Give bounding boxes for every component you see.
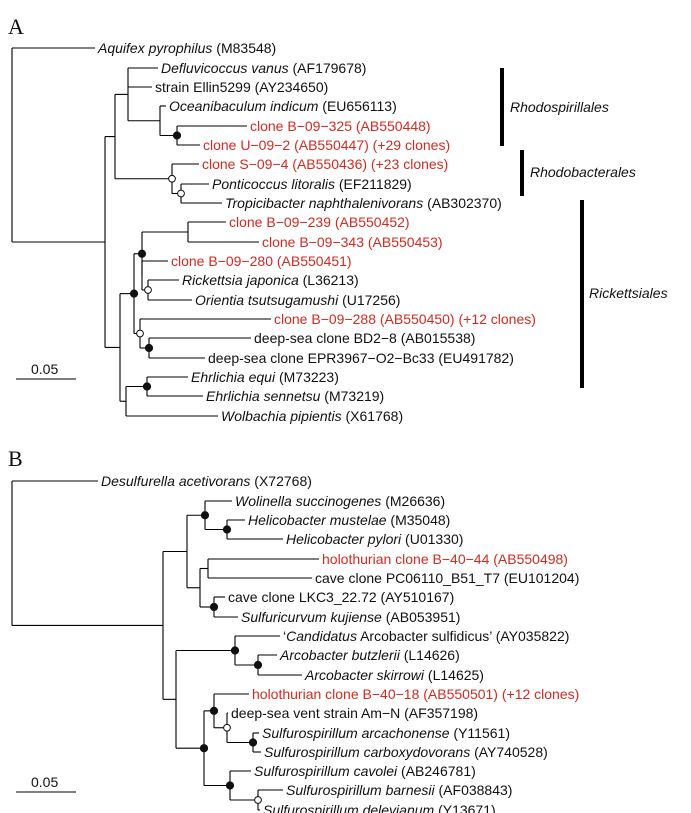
a-taxon-label: clone B−09−280 (AB550451) — [171, 253, 352, 269]
b-taxon-label: deep-sea vent strain Am−N (AF357198) — [231, 705, 478, 721]
support-node-filled-icon — [200, 511, 210, 520]
a-taxon-label: Ponticoccus litoralis (EF211829) — [212, 176, 412, 192]
b-taxon-label: Helicobacter pylori (U01330) — [286, 531, 463, 547]
a-taxon-label: deep-sea clone EPR3967−O2−Bc33 (EU491782… — [208, 350, 514, 366]
support-node-filled-icon — [137, 249, 147, 258]
support-node-filled-icon — [142, 382, 152, 391]
a-taxon-label: clone B−09−288 (AB550450) (+12 clones) — [274, 311, 536, 327]
a-taxon-label: clone S−09−4 (AB550436) (+23 clones) — [202, 156, 448, 172]
support-node-open-icon — [254, 796, 262, 804]
b-taxon-label: holothurian clone B−40−44 (AB550498) — [322, 551, 568, 567]
support-node-filled-icon — [172, 131, 182, 140]
b-taxon-label: Arcobacter skirrowi (L14625) — [304, 667, 484, 683]
support-node-filled-icon — [248, 738, 258, 747]
panel-b-tree: Desulfurella acetivorans (X72768) Wolinel… — [11, 473, 579, 813]
b-taxon-label: Sulfurospirillum barnesii (AF038843) — [286, 782, 512, 798]
support-node-filled-icon — [199, 744, 209, 753]
b-taxon-label: cave clone LKC3_22.72 (AY510167) — [228, 589, 454, 605]
support-node-filled-icon — [222, 525, 232, 534]
b-taxon-label: Sulfurospirillum arcachonense (Y11561) — [262, 725, 510, 741]
a-taxon-label: Aquifex pyrophilus (M83548) — [97, 40, 276, 56]
b-taxon-label: Sulfuricurvum kujiense (AB053951) — [241, 609, 460, 625]
scale-bar-a-label: 0.05 — [31, 361, 58, 377]
b-taxon-label: cave clone PC06110_B51_T7 (EU101204) — [315, 570, 579, 586]
a-taxon-label: deep-sea clone BD2−8 (AB015538) — [254, 330, 475, 346]
support-node-filled-icon — [225, 781, 235, 790]
a-taxon-label: strain Ellin5299 (AY234650) — [155, 79, 328, 95]
support-node-filled-icon — [209, 706, 219, 715]
support-node-filled-icon — [129, 289, 139, 298]
a-taxon-label: Ehrlichia sennetsu (M73219) — [206, 388, 384, 404]
panel-a-letter: A — [8, 14, 24, 39]
b-taxon-label: Arcobacter butzlerii (L14626) — [279, 647, 460, 663]
scale-bar-b-label: 0.05 — [31, 774, 58, 790]
a-taxon-label: clone B−09−343 (AB550453) — [262, 234, 443, 250]
panel-a-tree: Aquifex pyrophilus (M83548) Defluvicoccus… — [11, 40, 536, 424]
clade-label-rhodospirillales: Rhodospirillales — [510, 99, 609, 115]
support-node-open-icon — [177, 189, 185, 198]
panel-b-letter: B — [8, 446, 23, 471]
b-taxon-label: ‘Candidatus Arcobacter sulfidicus’ (AY03… — [283, 628, 569, 644]
b-taxon-label: Desulfurella acetivorans (X72768) — [101, 473, 312, 489]
support-node-filled-icon — [144, 343, 154, 353]
a-taxon-label: clone B−09−325 (AB550448) — [250, 118, 431, 134]
a-taxon-label: Defluvicoccus vanus (AF179678) — [161, 60, 366, 76]
a-taxon-label: clone B−09−239 (AB550452) — [229, 214, 410, 230]
support-node-filled-icon — [253, 660, 263, 670]
b-taxon-label: Sulfurospirillum carboxydovorans (AY7405… — [264, 744, 548, 760]
a-taxon-label: Tropicibacter naphthalenivorans (AB30237… — [225, 195, 502, 211]
support-node-open-icon — [168, 174, 176, 183]
b-taxon-label: Sulfurospirillum cavolei (AB246781) — [254, 763, 476, 779]
clade-label-rhodobacterales: Rhodobacterales — [530, 164, 636, 180]
support-node-open-icon — [136, 329, 144, 338]
a-taxon-label: Orientia tsutsugamushi (U17256) — [195, 292, 400, 308]
clade-label-rickettsiales: Rickettsiales — [589, 285, 668, 301]
b-taxon-label: holothurian clone B−40−18 (AB550501) (+1… — [252, 686, 579, 702]
support-node-open-icon — [144, 286, 152, 294]
a-taxon-label: Oceanibaculum indicum (EU656113) — [169, 98, 397, 114]
support-node-open-icon — [223, 723, 231, 732]
support-node-filled-icon — [230, 646, 240, 655]
b-taxon-label: Wolinella succinogenes (M26636) — [235, 493, 445, 509]
a-taxon-label: clone U−09−2 (AB550447) (+29 clones) — [203, 137, 450, 153]
support-node-filled-icon — [209, 602, 219, 612]
a-taxon-label: Rickettsia japonica (L36213) — [182, 272, 359, 288]
a-taxon-label: Ehrlichia equi (M73223) — [191, 369, 339, 385]
b-taxon-label: Helicobacter mustelae (M35048) — [248, 512, 450, 528]
a-taxon-label: Wolbachia pipientis (X61768) — [221, 408, 403, 424]
b-taxon-label: Sulfurospirillum deleyianum (Y13671) — [263, 802, 496, 813]
